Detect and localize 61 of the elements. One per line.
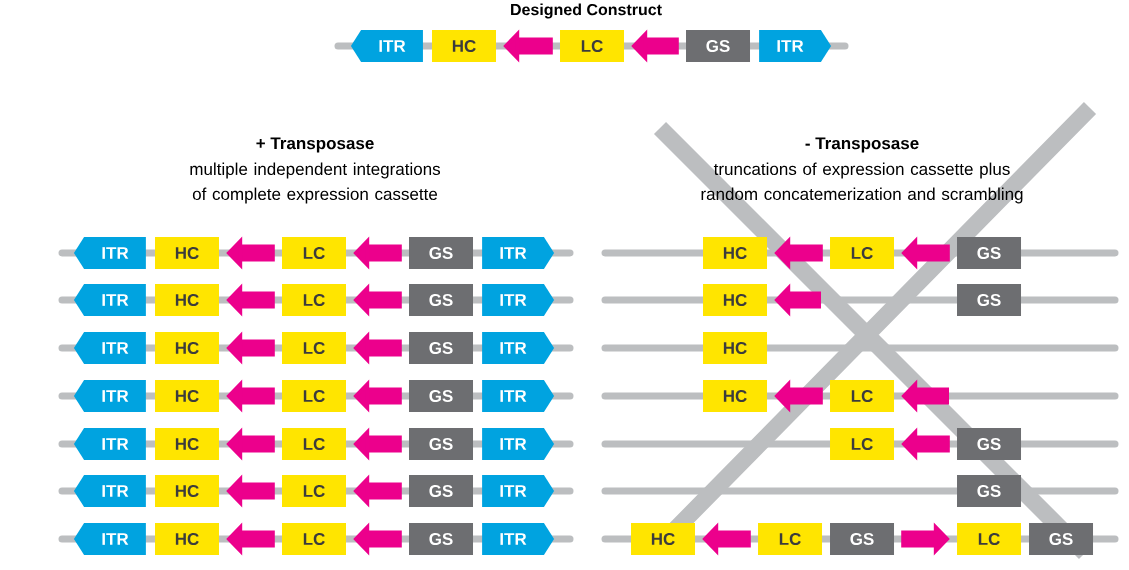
marker-box: GS [957, 237, 1021, 269]
gene-box: LC [830, 428, 894, 460]
gene-box: HC [432, 30, 496, 62]
itr-segment: ITR [73, 380, 146, 412]
marker-box: GS [409, 523, 473, 555]
gene-box: LC [282, 523, 346, 555]
marker-box: GS [409, 237, 473, 269]
marker-box: GS [957, 428, 1021, 460]
itr-segment: ITR [350, 30, 423, 62]
gene-box: LC [560, 30, 624, 62]
itr-segment: ITR [482, 284, 555, 316]
gene-box: HC [703, 237, 767, 269]
marker-box: GS [409, 475, 473, 507]
gene-box: LC [830, 237, 894, 269]
gene-box: LC [282, 284, 346, 316]
gene-box: LC [957, 523, 1021, 555]
marker-box: GS [409, 380, 473, 412]
marker-box: GS [409, 332, 473, 364]
gene-box: LC [830, 380, 894, 412]
marker-box: GS [686, 30, 750, 62]
gene-box: LC [282, 475, 346, 507]
gene-box: LC [282, 380, 346, 412]
itr-segment: ITR [482, 237, 555, 269]
itr-segment: ITR [73, 428, 146, 460]
gene-box: HC [703, 284, 767, 316]
gene-box: HC [155, 284, 219, 316]
gene-box: HC [155, 332, 219, 364]
column-heading: - Transposase [805, 137, 919, 153]
marker-box: GS [1029, 523, 1093, 555]
itr-segment: ITR [482, 523, 555, 555]
gene-box: LC [758, 523, 822, 555]
itr-segment: ITR [73, 284, 146, 316]
column-heading: + Transposase [256, 137, 374, 153]
gene-box: HC [155, 475, 219, 507]
itr-segment: ITR [482, 475, 555, 507]
gene-box: HC [155, 428, 219, 460]
title: Designed Construct [511, 3, 662, 19]
marker-box: GS [409, 428, 473, 460]
marker-box: GS [957, 475, 1021, 507]
itr-segment: ITR [482, 332, 555, 364]
itr-segment: ITR [73, 523, 146, 555]
gene-box: LC [282, 428, 346, 460]
gene-box: HC [703, 332, 767, 364]
gene-box: LC [282, 332, 346, 364]
column-description: truncations of expression cassette plus random concatemerization and scrambling [701, 162, 1023, 204]
gene-box: HC [155, 380, 219, 412]
itr-segment: ITR [482, 428, 555, 460]
gene-box: HC [155, 523, 219, 555]
marker-box: GS [830, 523, 894, 555]
itr-segment: ITR [73, 475, 146, 507]
itr-segment: ITR [759, 30, 832, 62]
gene-box: HC [631, 523, 695, 555]
itr-segment: ITR [482, 380, 555, 412]
marker-box: GS [409, 284, 473, 316]
itr-segment: ITR [73, 332, 146, 364]
gene-box: HC [155, 237, 219, 269]
marker-box: GS [957, 284, 1021, 316]
column-description: multiple independent integrations of complete expression cassette [190, 162, 441, 204]
gene-box: LC [282, 237, 346, 269]
gene-box: HC [703, 380, 767, 412]
itr-segment: ITR [73, 237, 146, 269]
